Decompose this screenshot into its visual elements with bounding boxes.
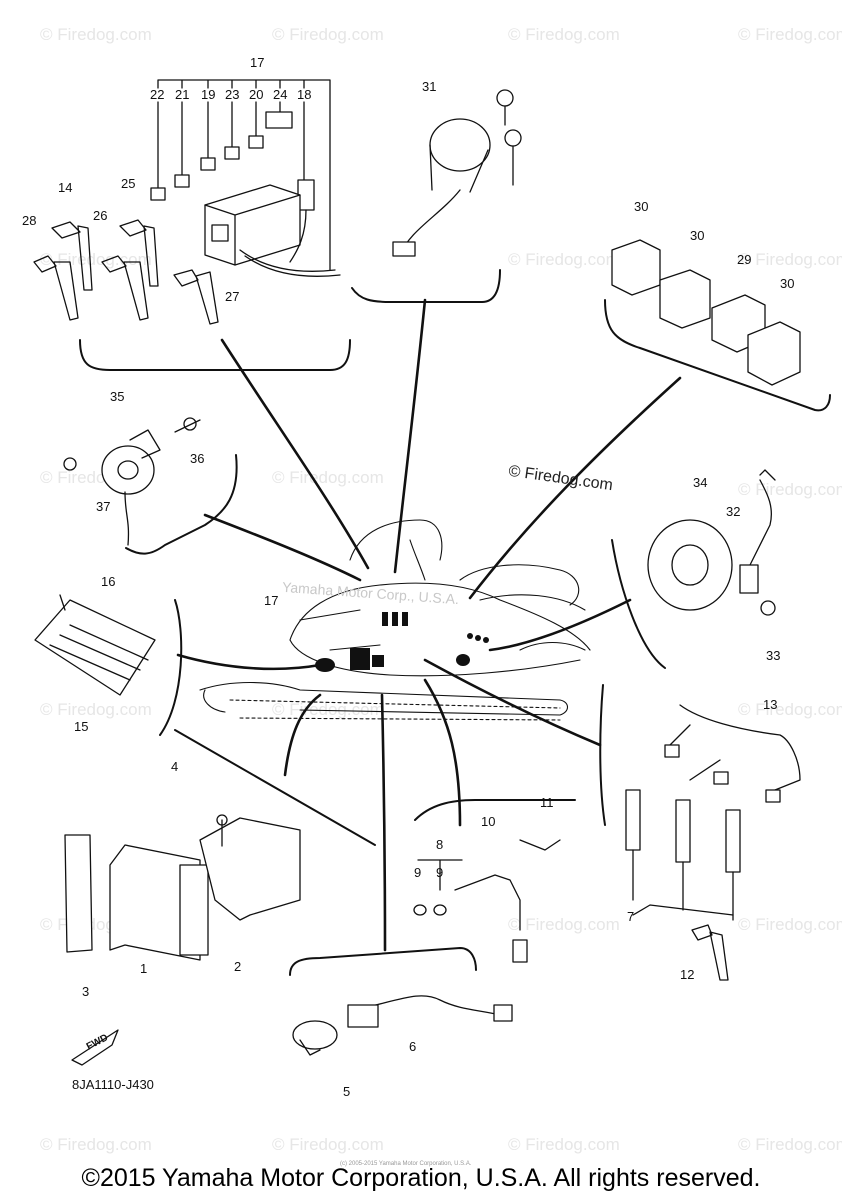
callout-21: 21 bbox=[175, 87, 190, 102]
snowmobile bbox=[199, 519, 591, 721]
watermark: © Firedog.com bbox=[508, 1135, 620, 1154]
callout-33: 33 bbox=[766, 648, 781, 663]
callout-30: 30 bbox=[780, 276, 795, 291]
sensor-35 bbox=[63, 417, 201, 546]
callout-22: 22 bbox=[150, 87, 165, 102]
rectifier-regulator bbox=[34, 594, 156, 696]
cable-tie-26 bbox=[101, 255, 149, 321]
callout-9: 9 bbox=[436, 865, 444, 880]
callout-4: 4 bbox=[171, 759, 179, 774]
watermark: © Firedog.com bbox=[40, 1135, 152, 1154]
callout-24: 24 bbox=[273, 87, 288, 102]
callout-15: 15 bbox=[74, 719, 89, 734]
watermark: © Firedog.com bbox=[738, 915, 842, 934]
watermark: © Firedog.com bbox=[272, 25, 384, 44]
watermark: © Firedog.com bbox=[272, 700, 384, 719]
callout-14: 14 bbox=[58, 180, 73, 195]
watermark: © Firedog.com bbox=[508, 250, 620, 269]
callout-5: 5 bbox=[343, 1084, 351, 1099]
group-border bbox=[414, 799, 576, 821]
callout-25: 25 bbox=[121, 176, 136, 191]
callout-19: 19 bbox=[201, 87, 216, 102]
fuse-box-group bbox=[33, 79, 341, 325]
group-border bbox=[604, 299, 831, 412]
temp-sensor-group bbox=[413, 839, 561, 963]
callout-37: 37 bbox=[96, 499, 111, 514]
crank-sensor-group bbox=[647, 469, 776, 616]
callout-9: 9 bbox=[414, 865, 422, 880]
watermark: © Firedog.com bbox=[738, 700, 842, 719]
small-copyright: (c) 2005-2015 Yamaha Motor Corporation, … bbox=[340, 1161, 472, 1167]
callout-17: 17 bbox=[264, 593, 279, 608]
watermark: © Firedog.com bbox=[40, 25, 152, 44]
callout-27: 27 bbox=[225, 289, 240, 304]
ignition-coil-group bbox=[625, 704, 801, 981]
watermark: © Firedog.com bbox=[738, 480, 842, 499]
group-border bbox=[289, 947, 477, 976]
callout-31: 31 bbox=[422, 79, 437, 94]
callout-13: 13 bbox=[763, 697, 778, 712]
cable-tie-27 bbox=[173, 269, 219, 325]
callout-32: 32 bbox=[726, 504, 741, 519]
cable-tie-25 bbox=[119, 219, 159, 287]
main-switch bbox=[392, 89, 522, 257]
group-border bbox=[79, 339, 351, 371]
copyright-footer: ©2015 Yamaha Motor Corporation, U.S.A. A… bbox=[81, 1164, 761, 1192]
callout-18: 18 bbox=[297, 87, 312, 102]
watermark: © Firedog.com bbox=[508, 25, 620, 44]
callout-34: 34 bbox=[693, 475, 708, 490]
callout-6: 6 bbox=[409, 1039, 417, 1054]
callout-36: 36 bbox=[190, 451, 205, 466]
callout-12: 12 bbox=[680, 967, 695, 982]
callout-30: 30 bbox=[690, 228, 705, 243]
callout-28: 28 bbox=[22, 213, 37, 228]
ecu-group bbox=[64, 814, 301, 961]
diagram-code: 8JA1110-J430 bbox=[72, 1077, 154, 1092]
leader-lines bbox=[176, 298, 682, 952]
group-border bbox=[351, 269, 501, 303]
vehicle-electrical-parts bbox=[315, 612, 489, 672]
callout-23: 23 bbox=[225, 87, 240, 102]
callout-10: 10 bbox=[481, 814, 496, 829]
group-border bbox=[159, 599, 183, 736]
watermark: © Firedog.com bbox=[738, 25, 842, 44]
group-border bbox=[599, 684, 606, 826]
cable-tie-14 bbox=[51, 221, 93, 291]
callout-11: 11 bbox=[540, 795, 554, 810]
group-border bbox=[125, 454, 238, 555]
callout-3: 3 bbox=[82, 984, 90, 999]
watermark: © Firedog.com bbox=[40, 700, 152, 719]
callout-29: 29 bbox=[737, 252, 752, 267]
callout-1: 1 bbox=[140, 961, 148, 976]
watermark: © Firedog.com bbox=[272, 468, 384, 487]
callout-16: 16 bbox=[101, 574, 116, 589]
callout-20: 20 bbox=[249, 87, 264, 102]
callout-2: 2 bbox=[234, 959, 242, 974]
callout-26: 26 bbox=[93, 208, 108, 223]
callout-7: 7 bbox=[627, 909, 635, 924]
group-border bbox=[174, 729, 376, 846]
cable-tie-12 bbox=[691, 924, 729, 981]
watermark: © Firedog.com bbox=[272, 1135, 384, 1154]
watermark: © Firedog.com bbox=[738, 250, 842, 269]
pressure-switch-group bbox=[292, 995, 513, 1056]
cable-tie-28 bbox=[33, 255, 79, 321]
callout-30: 30 bbox=[634, 199, 649, 214]
relay-group bbox=[611, 239, 801, 386]
watermark: © Firedog.com bbox=[508, 915, 620, 934]
callout-17: 17 bbox=[250, 55, 265, 70]
group-border bbox=[611, 539, 666, 669]
watermark: © Firedog.com bbox=[738, 1135, 842, 1154]
callout-35: 35 bbox=[110, 389, 125, 404]
fwd-arrow bbox=[71, 1029, 119, 1066]
callout-8: 8 bbox=[436, 837, 444, 852]
